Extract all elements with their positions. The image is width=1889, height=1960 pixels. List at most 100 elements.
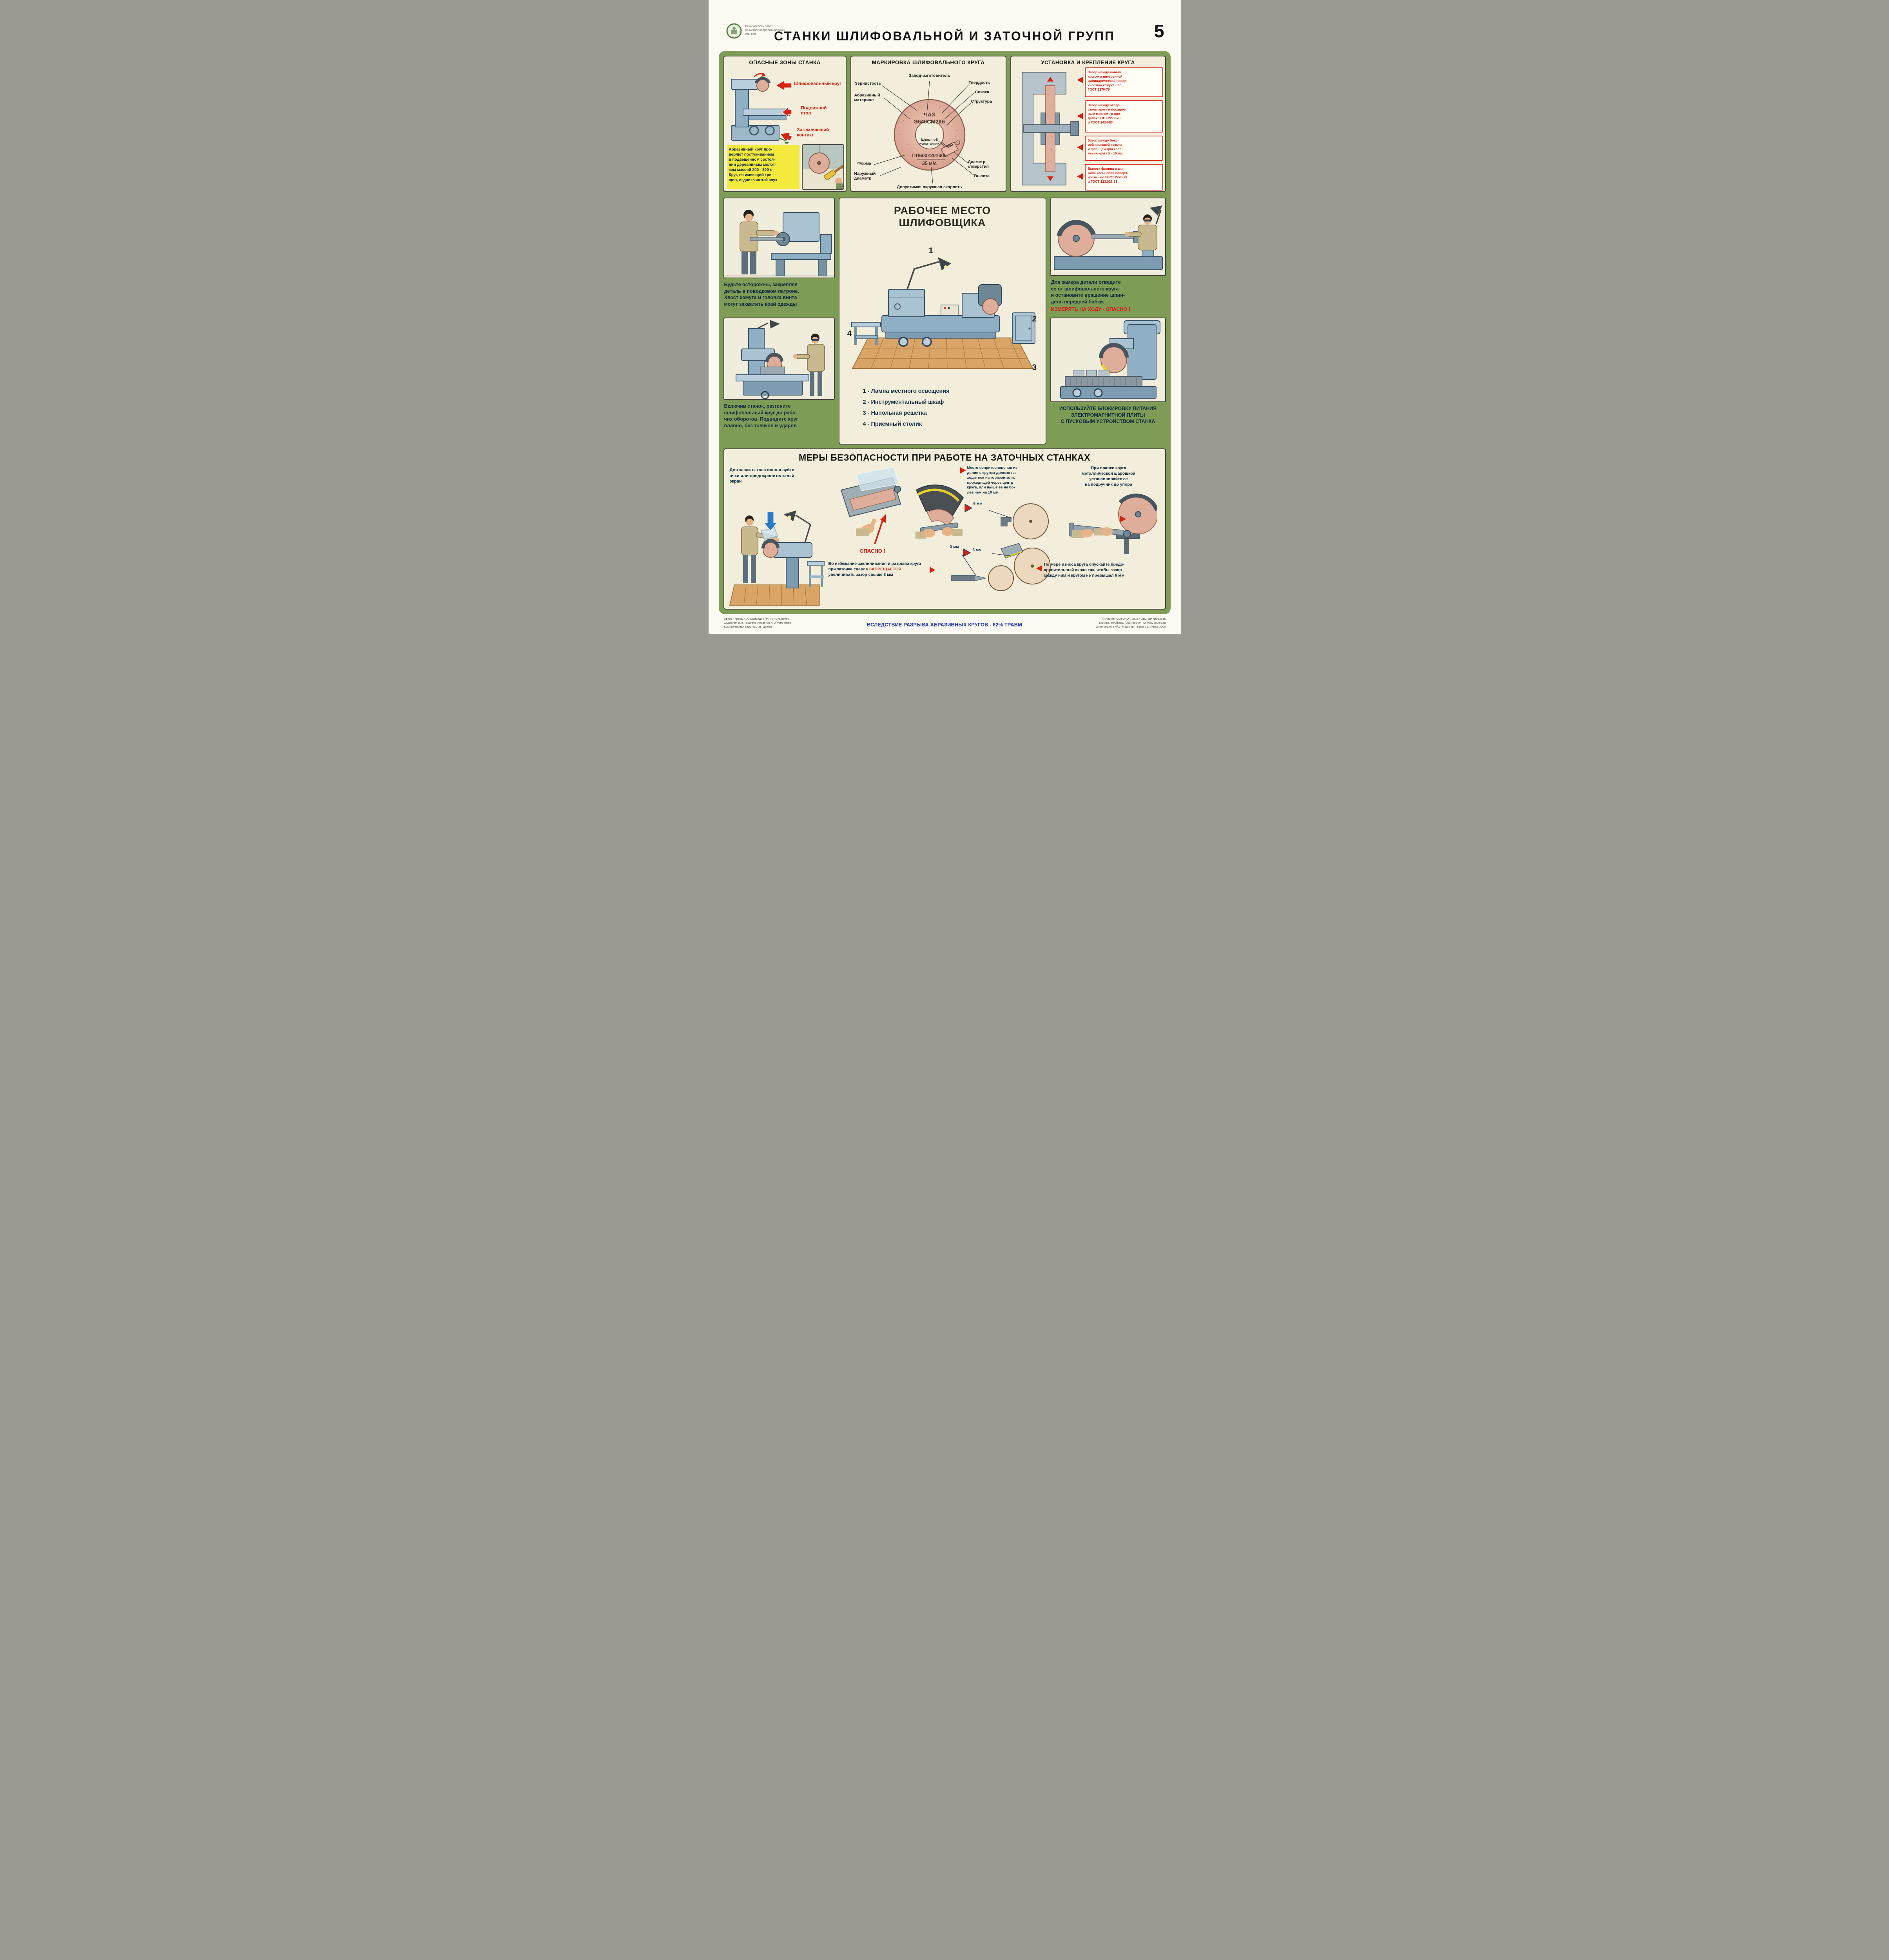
marking-title: МАРКИРОВКА ШЛИФОВАЛЬНОГО КРУГА bbox=[872, 60, 985, 65]
dressing-illustration bbox=[1068, 494, 1157, 554]
guard-closeup-illustration bbox=[915, 485, 964, 539]
pointer-icon bbox=[960, 467, 966, 474]
wooden-grating-shape bbox=[851, 338, 1033, 369]
screen-closeup-illustration bbox=[840, 466, 901, 544]
panel-wheel-marking: МАРКИРОВКА ШЛИФОВАЛЬНОГО КРУГА bbox=[850, 56, 1006, 192]
red-arrow-icon bbox=[874, 518, 884, 544]
marking-label-structure: Структура bbox=[971, 99, 992, 104]
marking-label-hole-diameter: Диаметр отверстия bbox=[968, 160, 989, 169]
red-arrow-icon bbox=[1077, 144, 1083, 151]
panel-sharpening-safety: МЕРЫ БЕЗОПАСНОСТИ ПРИ РАБОТЕ НА ЗАТОЧНЫХ… bbox=[723, 448, 1166, 610]
nut-shape bbox=[1070, 121, 1079, 136]
danger-label: ОПАСНО ! bbox=[859, 548, 885, 554]
caption-measuring: Для замера детали отведите ее от шлифова… bbox=[1051, 279, 1125, 305]
label-ground-contact: Заземляющий контакт bbox=[797, 128, 829, 138]
workplace-illustration bbox=[851, 257, 1035, 369]
lamp-shade-shape bbox=[937, 257, 951, 270]
marking-label-height: Высота bbox=[974, 174, 990, 178]
page-number: 5 bbox=[1154, 21, 1164, 41]
series-label: Безопасность работ на металлообрабатываю… bbox=[745, 24, 785, 36]
mounting-note-1: Зазор между новым кругом и внутренней ци… bbox=[1084, 67, 1163, 97]
marking-label-abrasive: Абразивный материал bbox=[854, 93, 880, 102]
gap-marker-icon bbox=[1047, 77, 1053, 82]
lamp-arm-shape bbox=[906, 261, 939, 290]
grinding-wheel-shape bbox=[849, 488, 896, 511]
warning-measuring: ИЗМЕРЯТЬ НА ХОДУ - ОПАСНО ! bbox=[1051, 307, 1131, 312]
caption-surface-grinder: Включив станок, разгоните шлифовальный к… bbox=[724, 403, 798, 428]
pointer-icon bbox=[1120, 516, 1126, 522]
panel-workplace: РАБОЧЕЕ МЕСТО ШЛИФОВЩИКА bbox=[838, 198, 1046, 445]
pointer-icon bbox=[929, 567, 935, 573]
pointer-icon bbox=[963, 548, 971, 557]
wheel-guard-shape bbox=[761, 539, 780, 549]
grinding-wheel-shape bbox=[926, 509, 954, 527]
picture-lathe-chuck bbox=[723, 198, 835, 278]
mounting-title: УСТАНОВКА И КРЕПЛЕНИЕ КРУГА bbox=[1041, 60, 1135, 65]
tool-rest-shape bbox=[951, 575, 975, 581]
pointer-icon bbox=[1036, 565, 1042, 572]
wheel-outline-shape bbox=[988, 565, 1014, 591]
gap-diagrams: 6 мм 3 мм 6 мм bbox=[942, 499, 1064, 597]
label-grinding-wheel: Шлифовальный круг bbox=[794, 82, 841, 86]
sharpening-title: МЕРЫ БЕЗОПАСНОСТИ ПРИ РАБОТЕ НА ЗАТОЧНЫХ… bbox=[799, 452, 1090, 463]
wheel-marking-illustration bbox=[874, 80, 974, 184]
danger-zones-title: ОПАСНЫЕ ЗОНЫ СТАНКА bbox=[749, 60, 821, 65]
poster-page: Безопасность работ на металлообрабатываю… bbox=[708, 0, 1181, 634]
red-arrow-icon bbox=[781, 106, 792, 118]
workplace-legend-3: 3 - Напольная решетка bbox=[863, 410, 927, 416]
red-arrow-icon bbox=[1077, 113, 1083, 119]
wheel-guard-shape bbox=[1021, 72, 1066, 185]
wheel-marking-size: ПП600×20×305 bbox=[912, 153, 947, 158]
tapping-test-illustration bbox=[808, 145, 843, 189]
pointer-icon bbox=[964, 503, 972, 513]
workplace-number-2: 2 bbox=[1032, 314, 1037, 323]
red-arrow-icon bbox=[775, 80, 792, 91]
red-arrow-icon bbox=[780, 132, 792, 143]
wheel-marking-speed: 35 м/с bbox=[922, 161, 937, 166]
wear-note: По мере износа круга опускайте предо- хр… bbox=[1044, 562, 1125, 578]
worker-figure bbox=[793, 334, 825, 396]
caption-lathe-chuck: Будьте осторожны, закрепляя деталь в пов… bbox=[724, 282, 799, 307]
mounting-note-2: Зазор между отвер- стием круга и посадоч… bbox=[1084, 100, 1163, 132]
workplace-number-4: 4 bbox=[847, 329, 852, 338]
grinding-wheel-shape bbox=[982, 298, 999, 315]
marking-label-outer-diameter: Наружный диаметр bbox=[854, 171, 876, 181]
hand-figure bbox=[856, 518, 876, 536]
wheel-guard-shape bbox=[1099, 343, 1129, 359]
wheel-marking-maker: ЧАЗ bbox=[924, 111, 935, 118]
marking-label-speed: Допустимая окружная скорость bbox=[897, 185, 962, 189]
hand-figure bbox=[915, 527, 963, 539]
footer-credits: Автор - проф. А.А. Самолдин (МГТУ "Станк… bbox=[724, 617, 791, 628]
workplace-title: РАБОЧЕЕ МЕСТО ШЛИФОВЩИКА bbox=[894, 205, 991, 229]
danger-zones-illustration bbox=[731, 73, 792, 144]
tapping-test-picture bbox=[801, 144, 844, 190]
grinding-wheel-shape bbox=[1100, 347, 1127, 373]
panel-danger-zones: ОПАСНЫЕ ЗОНЫ СТАНКА Шлифо bbox=[723, 56, 847, 192]
gap-label-screen: 6 мм bbox=[972, 548, 982, 552]
surface-grinder-illustration bbox=[735, 320, 825, 399]
lamp-arm-shape bbox=[795, 514, 811, 543]
red-arrow-icon bbox=[1077, 77, 1083, 83]
tool-cabinet-shape bbox=[1012, 312, 1035, 344]
wheel-guard-shape bbox=[1118, 494, 1157, 511]
marking-label-shape: Форма bbox=[857, 161, 871, 166]
bench-grinder-illustration bbox=[729, 510, 825, 606]
marking-label-stamp: Штамп об испытаниях bbox=[919, 138, 940, 145]
blue-arrow-icon bbox=[763, 512, 777, 531]
wheel-marking-code: Э640СМ2К6 bbox=[914, 118, 945, 125]
workplace-legend-1: 1 - Лампа местного освещения bbox=[863, 388, 950, 394]
caption-interlock: ИСПОЛЬЗУЙТЕ БЛОКИРОВКУ ПИТАНИЯ ЭЛЕКТРОМА… bbox=[1059, 406, 1157, 424]
machine-bed-shape bbox=[881, 315, 1000, 332]
mounting-note-3: Зазор между боко- вой крышкой кожуха и ф… bbox=[1084, 136, 1163, 161]
workplace-number-3: 3 bbox=[1032, 363, 1037, 372]
worker-figure bbox=[739, 210, 779, 274]
gap-label-drill: 3 мм bbox=[950, 545, 959, 549]
mounting-illustration bbox=[1021, 72, 1079, 185]
lamp-shade-shape bbox=[769, 320, 780, 328]
marking-label-grain: Зернистость bbox=[855, 81, 881, 86]
tapping-test-note: Абразивный круг про- веряют постукивание… bbox=[727, 145, 799, 189]
wheel-guard-shape bbox=[1056, 220, 1096, 237]
workplace-legend-2: 2 - Инструментальный шкаф bbox=[863, 399, 944, 405]
gap-diagrams-illustration bbox=[951, 503, 1051, 591]
poster-title: СТАНКИ ШЛИФОВАЛЬНОЙ И ЗАТОЧНОЙ ГРУПП bbox=[774, 29, 1115, 43]
